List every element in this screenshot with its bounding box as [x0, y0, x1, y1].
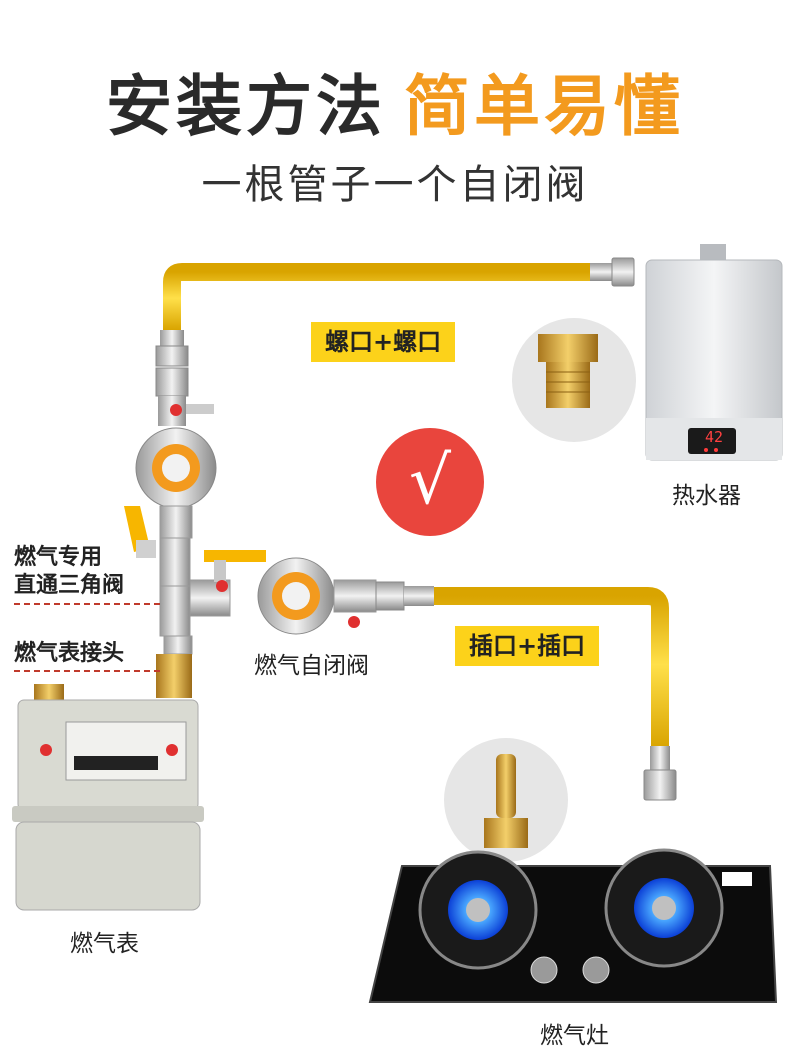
- meter-joint-label: 燃气表接头: [14, 641, 125, 666]
- water-heater: [645, 244, 783, 461]
- page-title: 安装方法简单易懂: [0, 62, 790, 152]
- screw-connection-tag: 螺口+螺口: [311, 322, 456, 362]
- pipe-to-heater: [163, 263, 598, 330]
- title-part2: 简单易懂: [404, 68, 684, 145]
- title-part1: 安装方法: [106, 68, 386, 145]
- heater-display: 42: [704, 428, 724, 446]
- gas-meter: [12, 699, 204, 911]
- heater-label: 热水器: [672, 483, 741, 509]
- page-subtitle: 一根管子一个自闭阀: [201, 162, 589, 208]
- check-icon: √: [376, 428, 484, 536]
- plug-connection-tag: 插口+插口: [455, 626, 600, 666]
- selfclose-valve-label: 燃气自闭阀: [254, 653, 369, 679]
- angle-valve-label-line2: 直通三角阀: [14, 573, 125, 598]
- plug-fitting-image: [444, 738, 568, 862]
- gas-stove: [368, 848, 778, 1003]
- meter-label: 燃气表: [70, 931, 139, 957]
- pipe-to-stove: [434, 587, 669, 748]
- heater-display-panel: [688, 428, 736, 454]
- meter-joint-pointer: [14, 670, 160, 672]
- angle-valve-label-line1: 燃气专用: [14, 545, 103, 570]
- screw-fitting-image: [512, 318, 636, 442]
- stove-label: 燃气灶: [540, 1023, 609, 1049]
- angle-valve-pointer: [14, 603, 160, 605]
